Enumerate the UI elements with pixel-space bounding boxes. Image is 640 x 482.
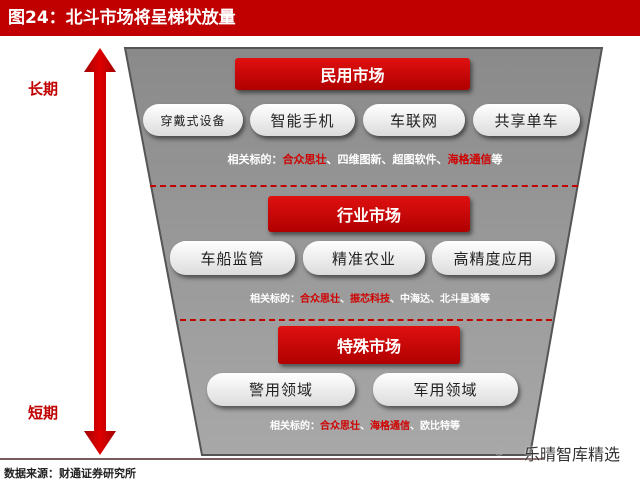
- watermark: 乐晴智库精选: [524, 445, 621, 464]
- item-police: 警用领域: [207, 373, 355, 406]
- divider: [180, 319, 552, 321]
- item-wearable: 穿戴式设备: [143, 104, 243, 136]
- item-vessel-monitoring: 车船监管: [170, 241, 295, 275]
- related-stocks-civil: 相关标的：合众思壮、四维图新、超图软件、海格通信等: [227, 153, 503, 166]
- item-military: 军用领域: [373, 373, 518, 406]
- item-bikeshare: 共享单车: [473, 104, 580, 136]
- timeline-arrow: [84, 48, 116, 455]
- wechat-icon: ◎: [494, 443, 505, 457]
- tier-civil-market: 民用市场: [235, 58, 470, 90]
- divider: [150, 185, 578, 187]
- item-high-precision: 高精度应用: [432, 241, 555, 275]
- short-term-label: 短期: [28, 404, 59, 422]
- tier-industry-market: 行业市场: [268, 196, 470, 232]
- related-stocks-industry: 相关标的：合众思壮、振芯科技、中海达、北斗星通等: [250, 294, 490, 305]
- source-note: 数据来源：财通证券研究所: [4, 467, 136, 480]
- item-iov: 车联网: [363, 104, 465, 136]
- figure-title: 图24：北斗市场将呈梯状放量: [0, 0, 640, 36]
- long-term-label: 长期: [28, 80, 59, 98]
- item-smartphone: 智能手机: [250, 104, 355, 136]
- tier-special-market: 特殊市场: [278, 326, 460, 364]
- item-precision-agriculture: 精准农业: [303, 241, 425, 275]
- related-stocks-special: 相关标的：合众思壮、海格通信、欧比特等: [270, 421, 460, 432]
